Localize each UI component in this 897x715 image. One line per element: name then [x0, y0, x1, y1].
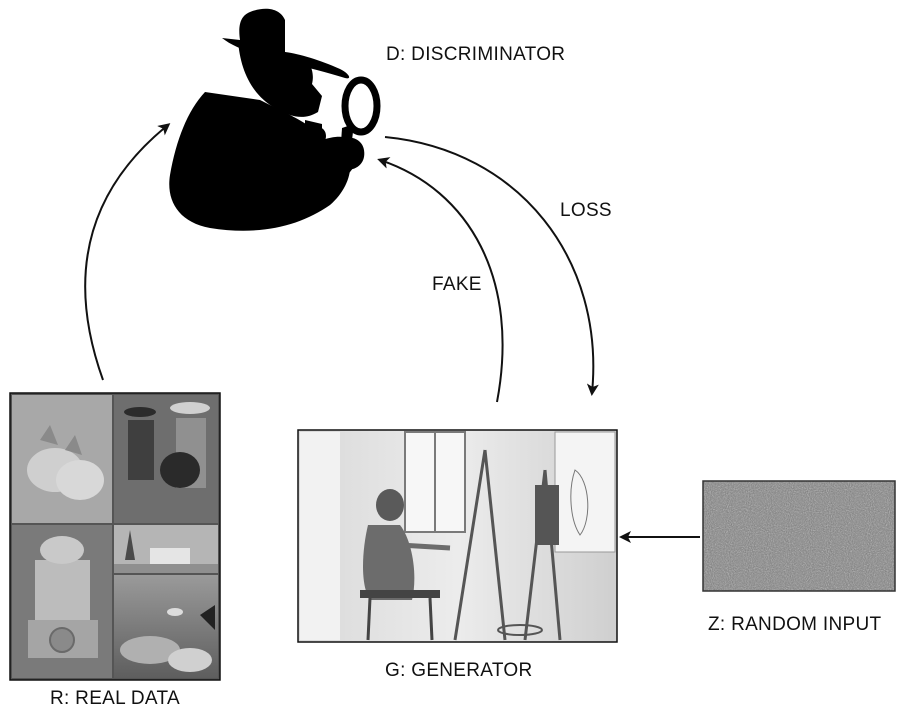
- real-data-label: R: REAL DATA: [50, 688, 180, 709]
- real-to-discriminator-arrow: [84, 123, 171, 381]
- detective-silhouette-icon: [169, 8, 365, 231]
- fake-label: FAKE: [432, 274, 482, 295]
- loss-arrow: [384, 136, 599, 396]
- random-noise-image: [702, 480, 896, 592]
- magnifying-glass-icon: [341, 76, 381, 136]
- random-input-label: Z: RANDOM INPUT: [708, 614, 882, 635]
- loss-label: LOSS: [560, 200, 612, 221]
- real-data-collage: [9, 392, 221, 681]
- discriminator-label: D: DISCRIMINATOR: [386, 44, 566, 65]
- fake-arrow: [377, 157, 504, 403]
- generator-photo: [297, 429, 618, 643]
- generator-label: G: GENERATOR: [385, 660, 533, 681]
